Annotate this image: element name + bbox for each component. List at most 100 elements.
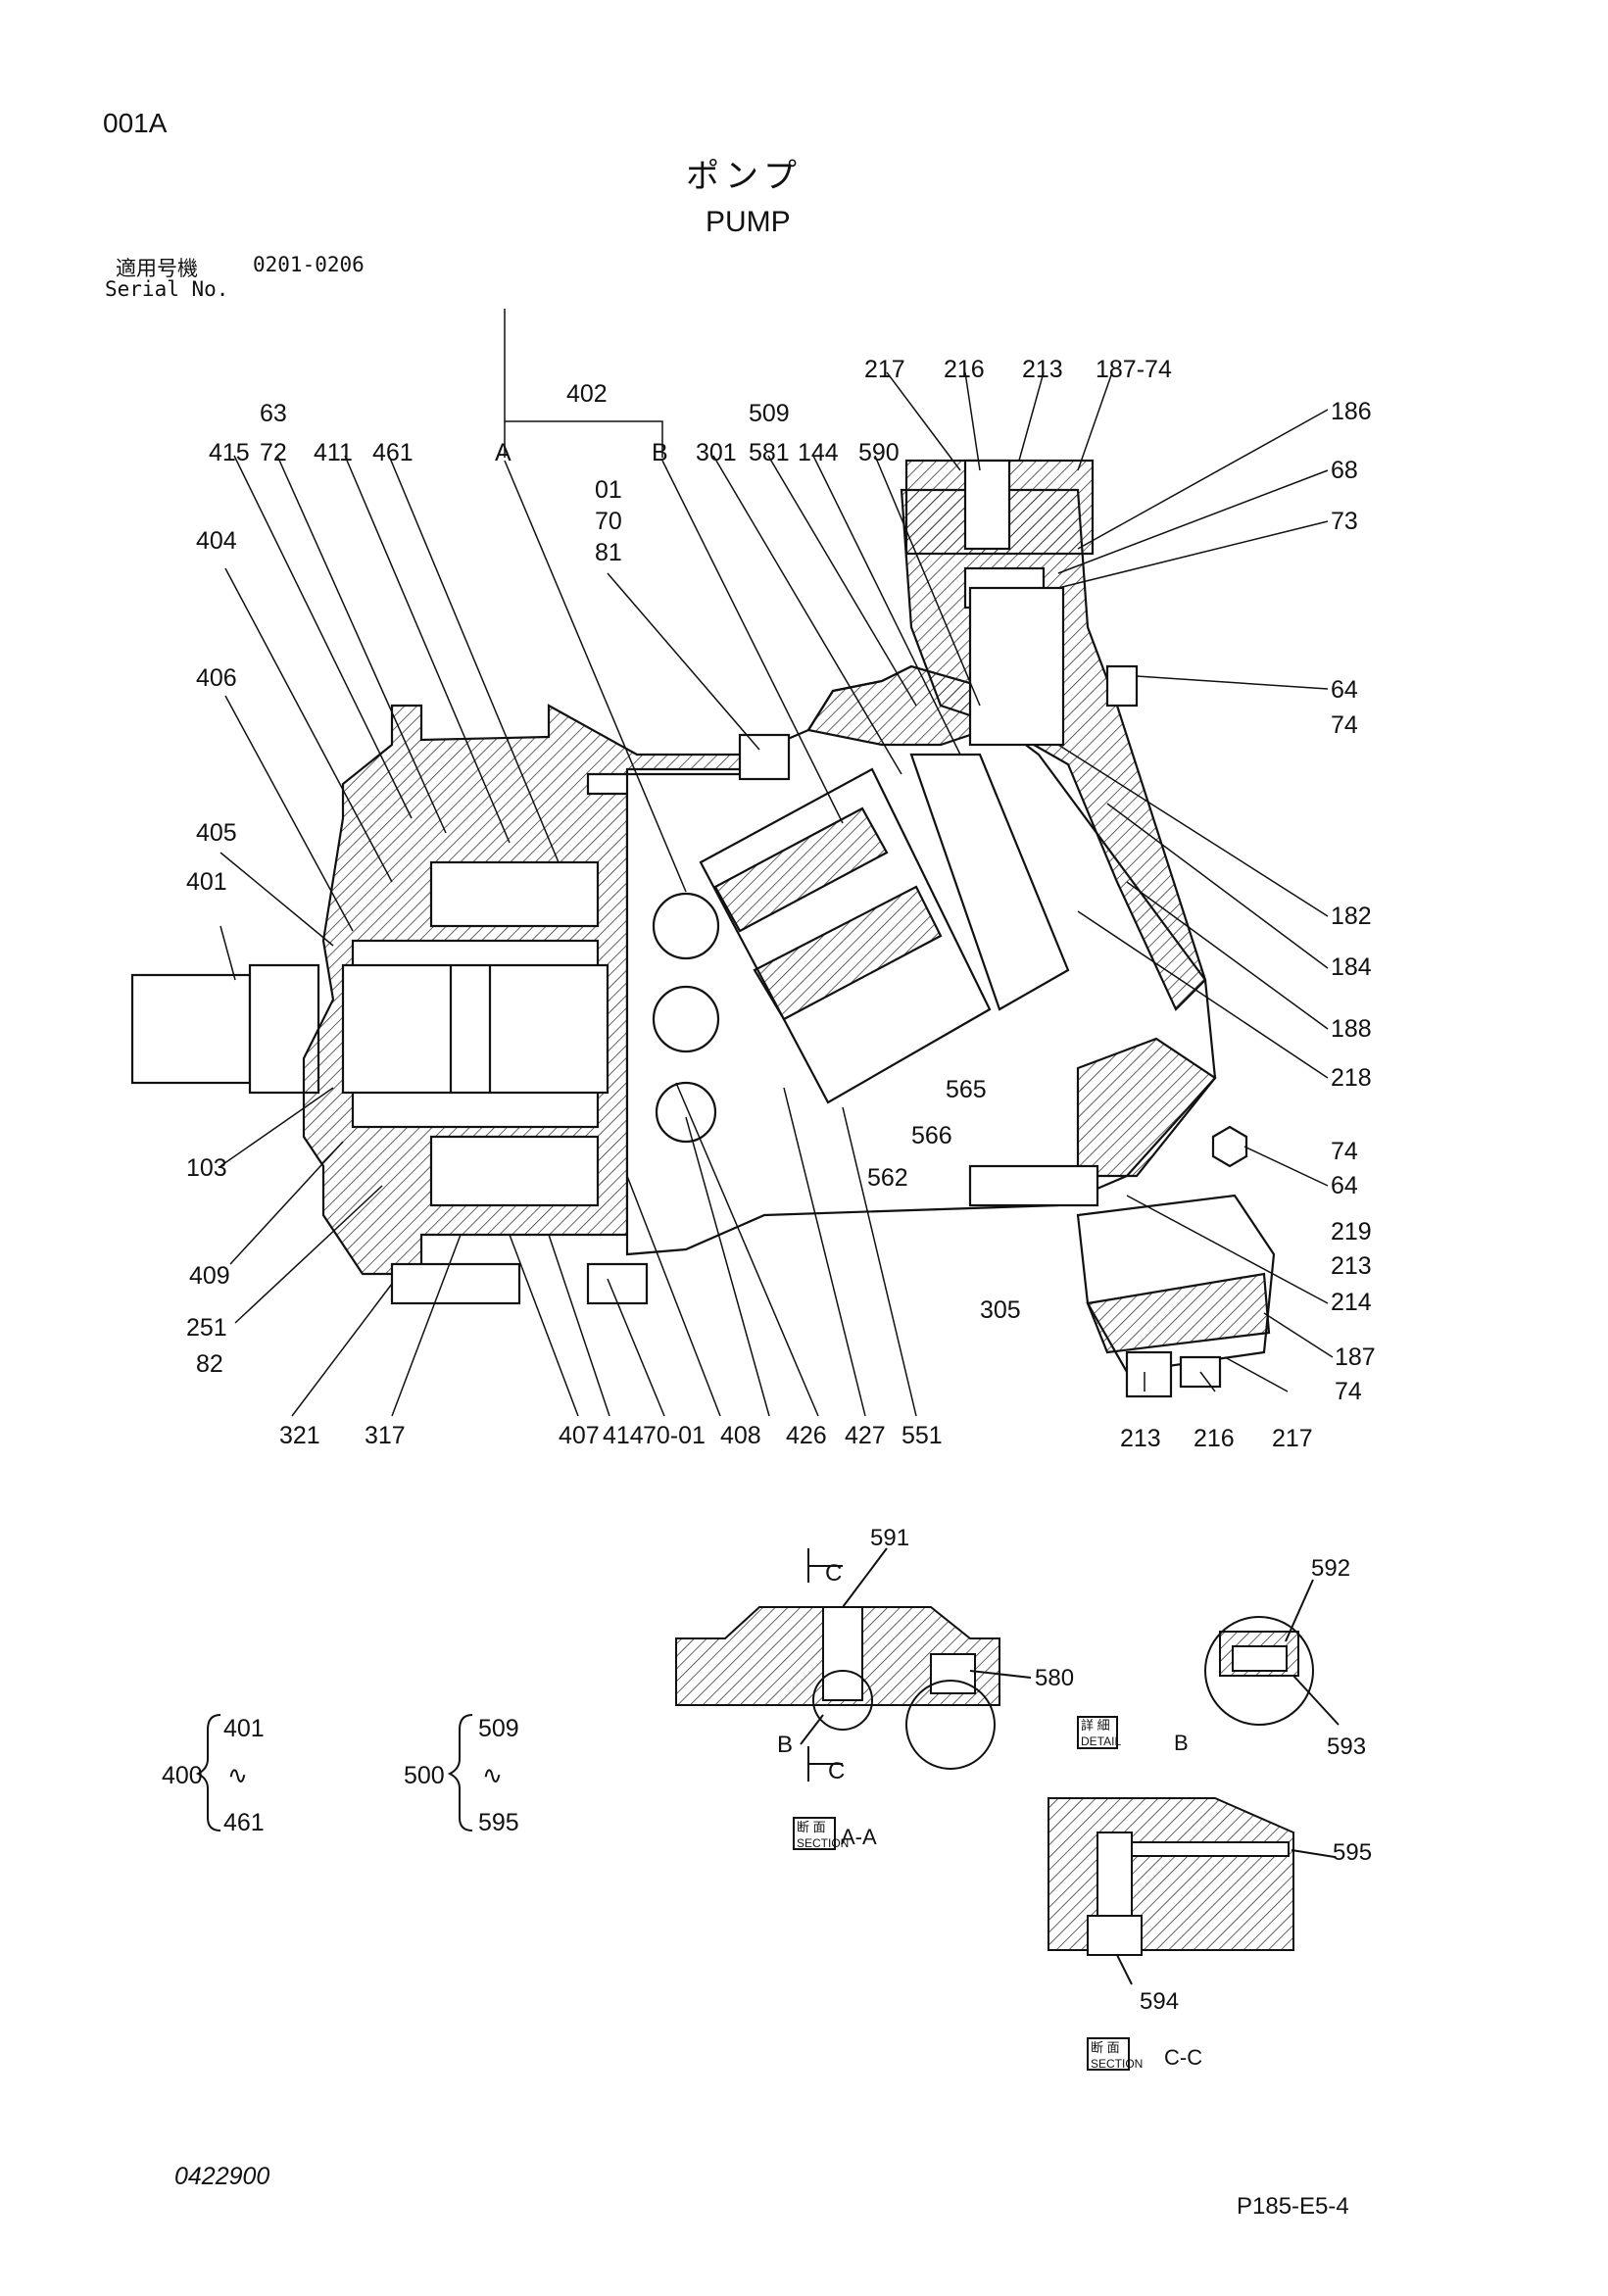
section-label-suffix: A-A [841, 1825, 877, 1849]
callout: 406 [196, 664, 237, 692]
callout: 593 [1327, 1734, 1366, 1760]
group-sep: ∿ [227, 1762, 248, 1789]
callout: 182 [1331, 903, 1372, 930]
callouts-right: 186 68 73 64 74 182 184 188 218 74 64 21… [1331, 398, 1376, 1405]
callout: 72 [260, 439, 287, 466]
callout: 592 [1311, 1555, 1350, 1582]
callout: 144 [798, 439, 839, 466]
sheet-id: 001A [103, 108, 168, 138]
callout: 404 [196, 527, 237, 555]
serial-label-english: Serial No. [105, 277, 229, 301]
callout: 595 [1333, 1839, 1372, 1866]
callout: 581 [749, 439, 790, 466]
callout: 68 [1331, 457, 1358, 484]
group-400: 400 401 ∿ 461 [162, 1714, 265, 1836]
group-to: 461 [223, 1809, 265, 1836]
callout: 74 [1335, 1378, 1362, 1405]
serial-label-japanese: 適用号機 [116, 257, 198, 280]
callout: 551 [901, 1422, 943, 1449]
detail-label-jp: 詳 細 [1081, 1718, 1110, 1733]
serial-range: 0201-0206 [253, 253, 365, 276]
callout: 01 [595, 476, 622, 504]
callout: 427 [845, 1422, 886, 1449]
callout: 251 [186, 1314, 227, 1342]
callout: 214 [1331, 1289, 1372, 1316]
title-english: PUMP [706, 206, 791, 238]
group-id: 400 [162, 1762, 203, 1789]
callout: 411 [314, 439, 353, 466]
callout: 409 [189, 1262, 230, 1290]
callout: 461 [372, 439, 414, 466]
callout: B [777, 1732, 793, 1758]
detail-b-view: 592 593 詳 細 DETAIL B [1077, 1555, 1366, 1760]
callout: 63 [260, 400, 287, 427]
callout: 414 [603, 1422, 644, 1449]
callout: 73 [1331, 508, 1358, 535]
callout: 64 [1331, 1172, 1358, 1199]
callout: 305 [980, 1296, 1021, 1324]
section-label-en: SECTION [1091, 2057, 1143, 2071]
group-sep: ∿ [482, 1762, 503, 1789]
section-label-suffix: C-C [1164, 2045, 1202, 2070]
callouts-left: 404 406 405 401 103 409 251 82 [186, 527, 237, 1378]
group-from: 401 [223, 1715, 265, 1742]
callout: 216 [944, 356, 985, 383]
callout: 70 [595, 508, 622, 535]
section-label-jp: 断 面 [1091, 2040, 1120, 2055]
callout: B [652, 439, 668, 466]
group-500: 500 509 ∿ 595 [404, 1714, 519, 1836]
section-cc-view: 595 594 断 面 SECTION C-C [1048, 1797, 1372, 2071]
callout: 219 [1331, 1218, 1372, 1246]
callout: 188 [1331, 1015, 1372, 1043]
section-label-jp: 断 面 [797, 1820, 826, 1834]
callouts-bottom: 321 317 407 414 70-01 408 426 427 551 21… [279, 1422, 1313, 1452]
callout: 402 [566, 380, 608, 408]
callout: 590 [858, 439, 900, 466]
callout: C [825, 1560, 842, 1587]
callout: 82 [196, 1350, 223, 1378]
callout: 321 [279, 1422, 320, 1449]
callout: 407 [559, 1422, 600, 1449]
callout: 64 [1331, 676, 1358, 704]
callout: 216 [1194, 1425, 1235, 1452]
callout: 186 [1331, 398, 1372, 425]
group-id: 500 [404, 1762, 445, 1789]
callout: 591 [870, 1525, 909, 1551]
callouts-inner: 565 566 562 305 [867, 1076, 1021, 1324]
callout: 580 [1035, 1665, 1074, 1691]
callout: 213 [1331, 1252, 1372, 1280]
callout: 594 [1140, 1988, 1179, 2015]
callout: 562 [867, 1164, 908, 1192]
leader-lines [219, 309, 1334, 1417]
callout: 213 [1022, 356, 1063, 383]
document-number: 0422900 [174, 2163, 270, 2190]
callout: 217 [1272, 1425, 1313, 1452]
callout: 217 [864, 356, 905, 383]
group-from: 509 [478, 1715, 519, 1742]
callout: 317 [365, 1422, 406, 1449]
callout: 415 [209, 439, 250, 466]
group-to: 595 [478, 1809, 519, 1836]
callout: 218 [1331, 1064, 1372, 1092]
callout: 408 [720, 1422, 761, 1449]
callout: 187-74 [1096, 356, 1172, 383]
detail-label-en: DETAIL [1081, 1734, 1121, 1748]
callout: 103 [186, 1154, 227, 1182]
detail-label-suffix: B [1174, 1731, 1189, 1755]
callout: 401 [186, 868, 227, 896]
callout: A [495, 439, 512, 466]
callout: C [828, 1758, 845, 1784]
callout: 213 [1120, 1425, 1161, 1452]
callout: 509 [749, 400, 790, 427]
section-aa-view: 591 580 B C C 断 面 SECTION A-A [675, 1525, 1074, 1850]
title-japanese: ポンプ [686, 157, 803, 196]
callout: 70-01 [643, 1422, 706, 1449]
callout: 301 [696, 439, 737, 466]
page-code: P185-E5-4 [1237, 2193, 1349, 2220]
callout: 566 [911, 1122, 952, 1149]
callouts-top: 415 63 72 411 461 402 A B 01 70 81 301 5… [209, 356, 1172, 566]
callout: 187 [1335, 1343, 1376, 1371]
callout: 74 [1331, 1138, 1358, 1165]
callout: 426 [786, 1422, 827, 1449]
